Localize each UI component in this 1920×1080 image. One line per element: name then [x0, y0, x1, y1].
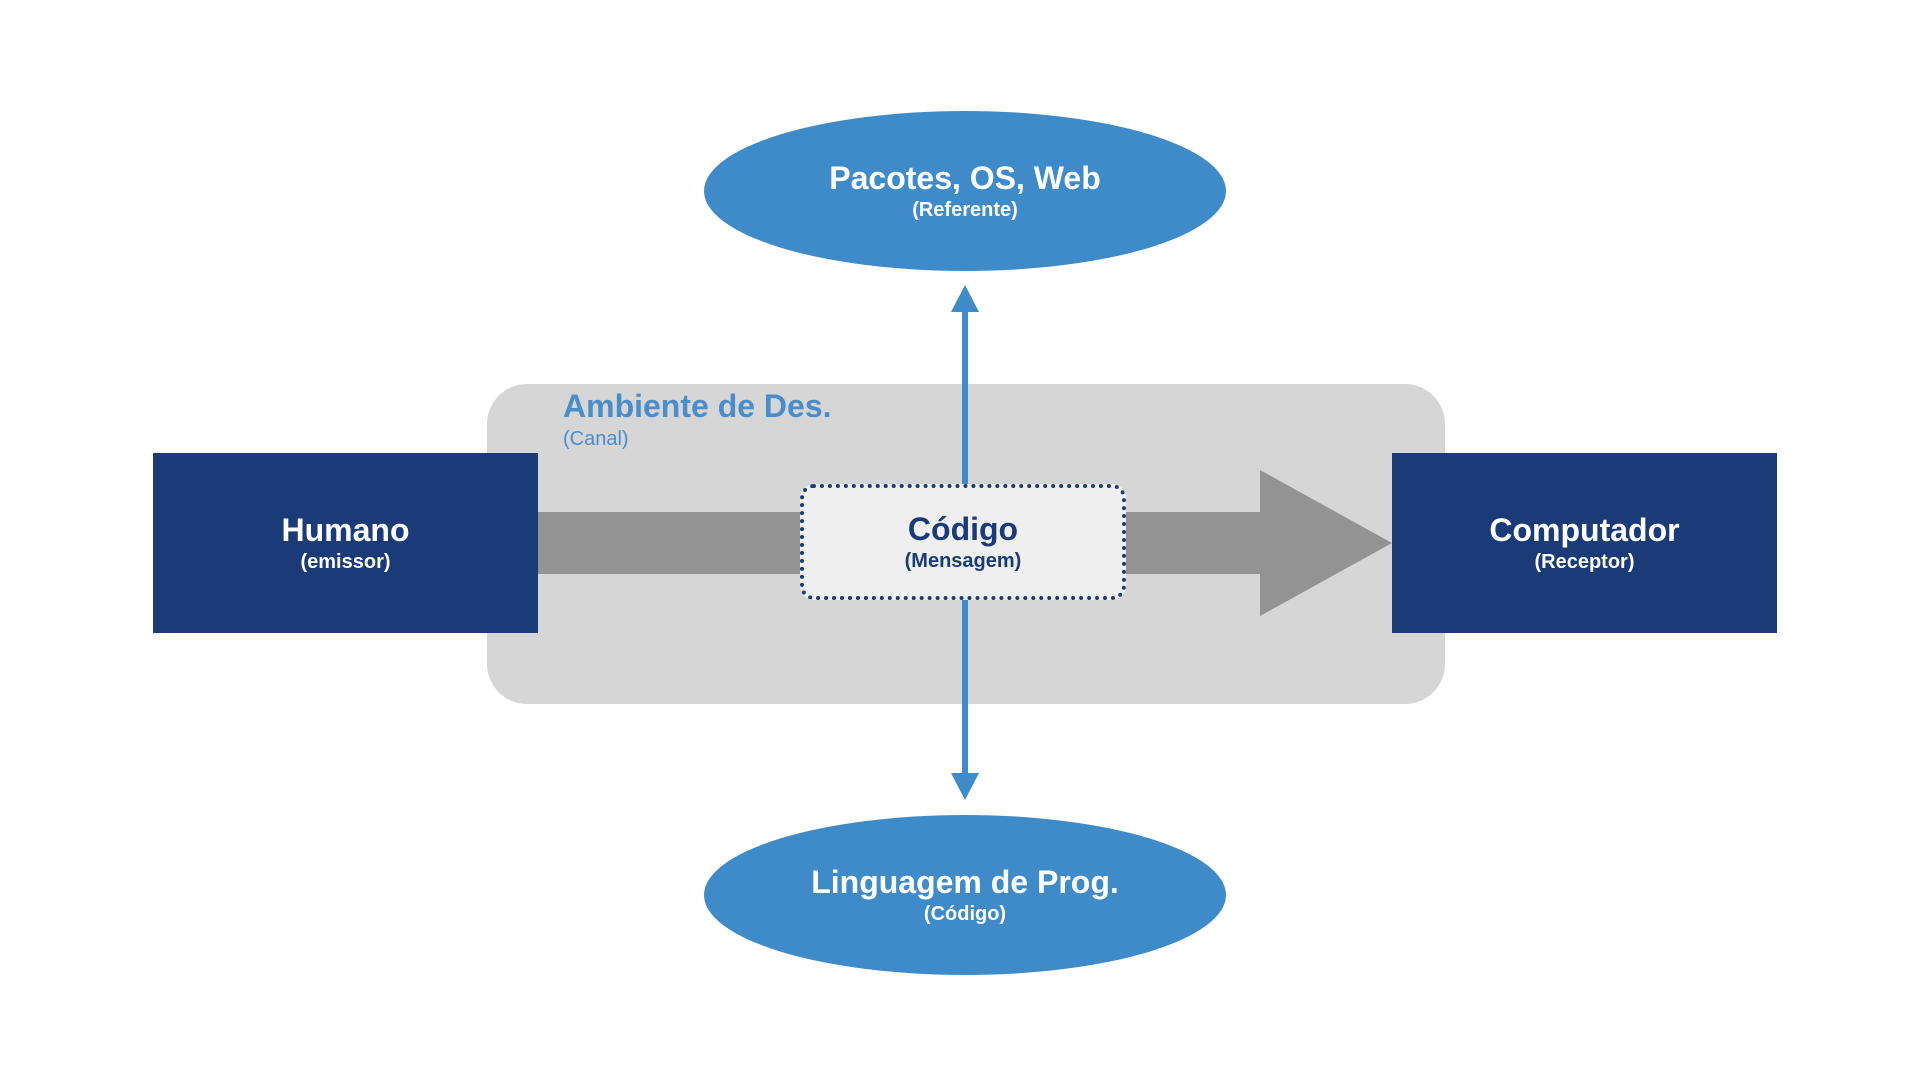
- referent-ellipse: Pacotes, OS, Web (Referente): [704, 111, 1226, 271]
- code-title: Linguagem de Prog.: [811, 864, 1119, 900]
- message-title: Código: [907, 511, 1019, 547]
- code-subtitle: (Código): [923, 903, 1007, 925]
- up-arrow-head: [951, 285, 979, 312]
- sender-box: Humano (emissor): [153, 453, 538, 633]
- referent-subtitle: (Referente): [912, 199, 1018, 221]
- referent-title: Pacotes, OS, Web: [829, 160, 1101, 196]
- code-ellipse: Linguagem de Prog. (Código): [704, 815, 1226, 975]
- channel-subtitle: (Canal): [563, 428, 629, 450]
- channel-title: Ambiente de Des.: [563, 388, 832, 424]
- message-box: Código (Mensagem): [800, 484, 1126, 600]
- message-subtitle: (Mensagem): [904, 550, 1022, 572]
- flow-arrow-head: [1260, 470, 1392, 616]
- sender-subtitle: (emissor): [300, 551, 391, 573]
- receiver-title: Computador: [1489, 512, 1680, 548]
- sender-title: Humano: [281, 512, 410, 548]
- receiver-subtitle: (Receptor): [1534, 551, 1635, 573]
- receiver-box: Computador (Receptor): [1392, 453, 1777, 633]
- down-arrow-head: [951, 773, 979, 800]
